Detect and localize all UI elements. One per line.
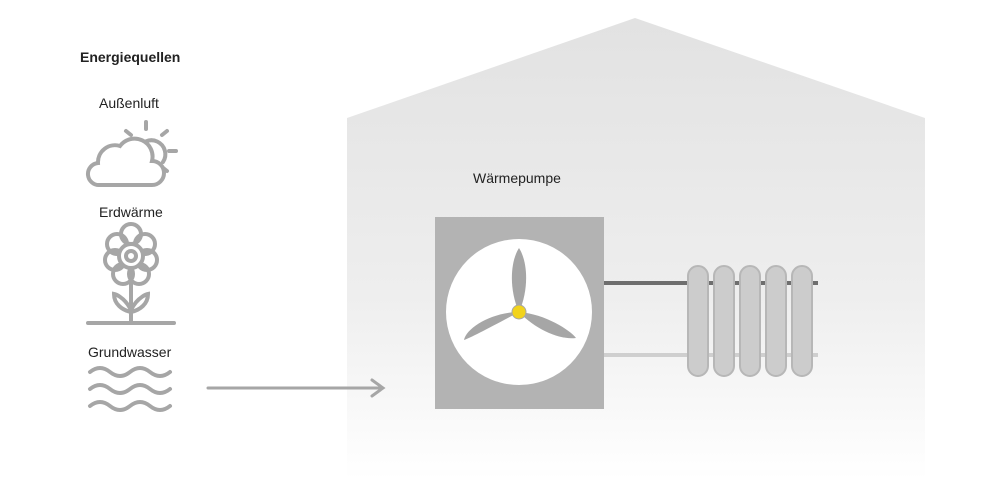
- source-label-geothermal: Erdwärme: [99, 204, 163, 220]
- radiator-icon: [687, 265, 813, 377]
- source-label-air: Außenluft: [99, 95, 159, 111]
- flower-icon: [86, 222, 176, 325]
- flow-arrow: [206, 378, 386, 398]
- source-label-groundwater: Grundwasser: [88, 344, 172, 360]
- waves-icon: [88, 366, 172, 412]
- cloud-sun-icon: [85, 120, 178, 188]
- house-shape: [347, 18, 925, 480]
- sources-heading: Energiequellen: [80, 49, 181, 65]
- fan-icon: [464, 248, 576, 340]
- heat-pump-label: Wärmepumpe: [473, 170, 561, 186]
